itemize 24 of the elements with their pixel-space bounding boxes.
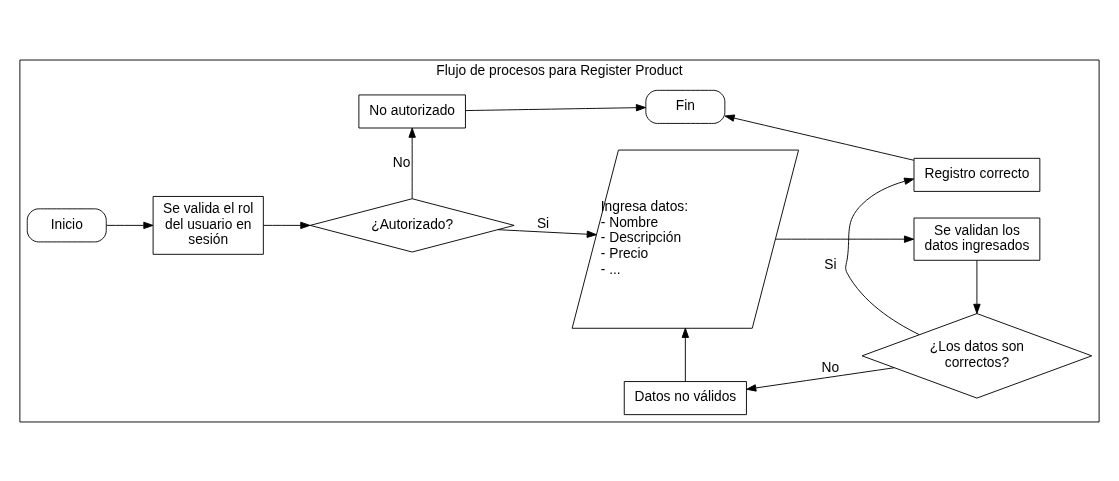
node-box: Datos no válidos	[623, 380, 747, 415]
node-box: Inicio	[26, 207, 107, 242]
edge-label: Si	[824, 256, 837, 272]
arrow	[845, 177, 920, 335]
arrow	[681, 327, 690, 382]
node-diamond: ¿Autorizado?	[309, 197, 515, 252]
arrow	[263, 221, 311, 229]
arrow	[973, 259, 981, 314]
arrow	[465, 103, 646, 111]
node-box: Se validan los datos ingresados	[913, 217, 1041, 261]
arrow	[106, 221, 154, 229]
node-box: Se valida el rol del usuario en sesión	[152, 195, 264, 255]
edge-label: Si	[536, 215, 550, 231]
edge-label: No	[392, 154, 411, 170]
arrow	[746, 366, 895, 392]
arrow	[724, 114, 915, 161]
arrow	[775, 235, 915, 243]
node-diamond: ¿Los datos son correctos?	[861, 312, 1093, 399]
node-box: No autorizado	[358, 93, 466, 128]
node-box: Registro correcto	[913, 157, 1041, 192]
node-box: Fin	[645, 89, 726, 124]
edge-label: No	[821, 359, 840, 375]
arrow	[408, 127, 416, 199]
arrow	[497, 228, 597, 238]
